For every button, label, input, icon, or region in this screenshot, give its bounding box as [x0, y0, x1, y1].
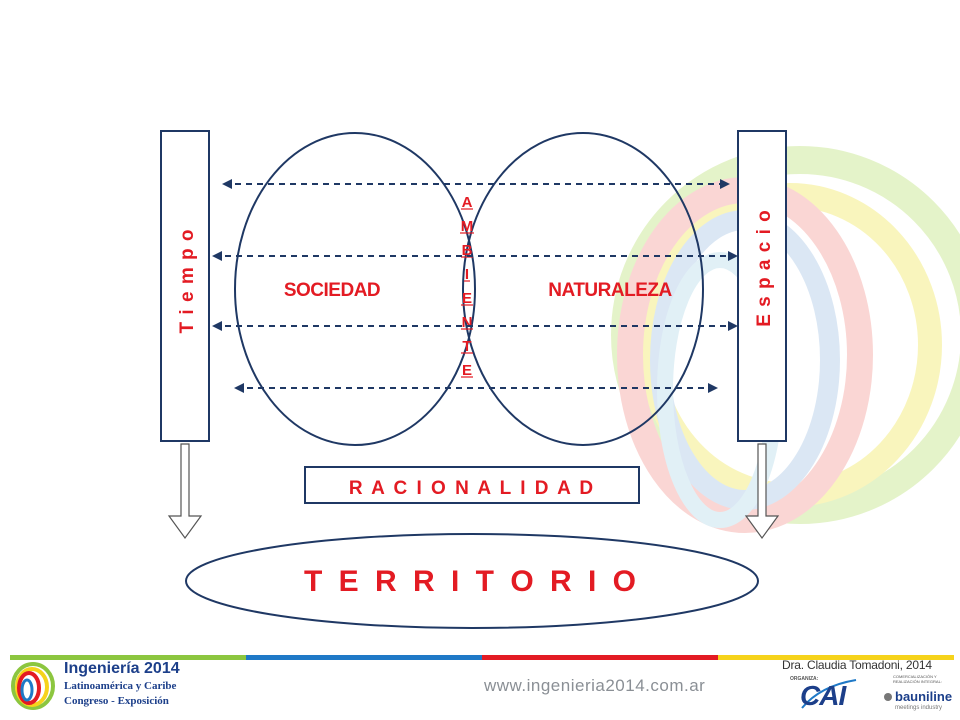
- ingenieria-logo-icon: [11, 662, 55, 710]
- ambiente-letter: E: [462, 362, 472, 379]
- ambiente-letter: A: [462, 194, 473, 211]
- ambiente-letter: E: [462, 290, 472, 307]
- sociedad-circle: [234, 132, 476, 446]
- racionalidad-box: [304, 466, 640, 504]
- author-credit: Dra. Claudia Tomadoni, 2014: [782, 658, 932, 672]
- sociedad-label: SOCIEDAD: [284, 280, 380, 301]
- territorio-label: T E R R I T O R I O: [304, 565, 640, 598]
- background-rings: [611, 146, 960, 533]
- cai-swoosh-icon: [801, 679, 857, 709]
- tiempo-bar: [160, 130, 210, 442]
- event-subtitle-line1: Latinoamérica y Caribe: [64, 680, 177, 692]
- cai-logo: CAI: [800, 680, 846, 711]
- espacio-bar: [737, 130, 787, 442]
- ambiente-letter: B: [462, 242, 473, 259]
- bauniline-logo-icon: [884, 693, 892, 701]
- ambiente-letter: I: [465, 266, 469, 283]
- naturaleza-label: NATURALEZA: [548, 280, 672, 301]
- bauniline-subtitle: meetings industry: [895, 705, 943, 711]
- tiempo-label: T i e m p o: [177, 229, 198, 334]
- organiza-label: ORGANIZA:: [790, 676, 819, 682]
- espacio-label: E s p a c i o: [754, 209, 775, 327]
- event-title: Ingeniería 2014: [64, 660, 180, 677]
- dashed-arrows: [212, 179, 738, 393]
- racionalidad-label: R A C I O N A L I D A D: [349, 478, 595, 499]
- comercializacion-label: COMERCIALIZACIÓN Y REALIZACIÓN INTEGRAL:: [893, 674, 942, 684]
- ambiente-letter: M: [461, 218, 474, 235]
- naturaleza-circle: [462, 132, 704, 446]
- territorio-ellipse: [185, 533, 759, 629]
- tiempo-down-arrow: [167, 443, 203, 540]
- event-url[interactable]: www.ingenieria2014.com.ar: [484, 676, 706, 695]
- event-subtitle-line2: Congreso - Exposición: [64, 695, 169, 707]
- ambiente-letter: T: [462, 338, 471, 355]
- bauniline-logo: bauniline: [895, 689, 953, 704]
- espacio-down-arrow: [744, 443, 780, 540]
- footer-color-bar: [10, 655, 954, 660]
